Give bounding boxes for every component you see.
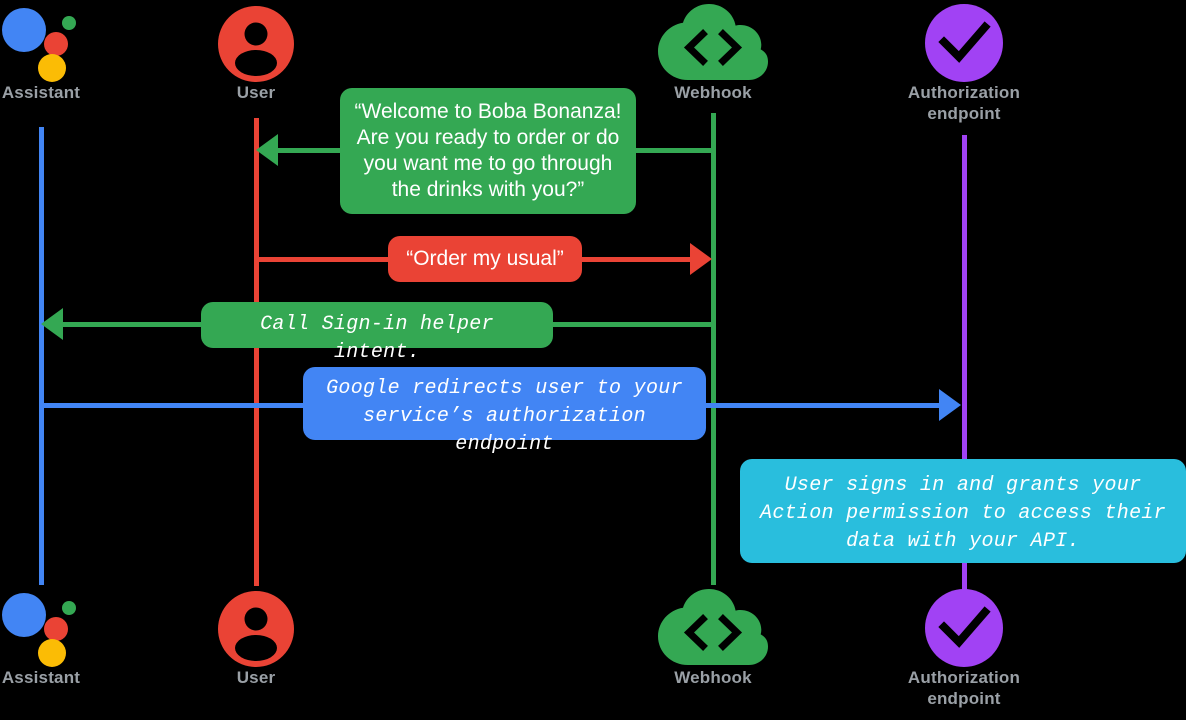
actor-webhook-bottom: Webhook: [613, 589, 813, 688]
actor-label-webhook: Webhook: [674, 83, 752, 102]
message-bubble-welcome: “Welcome to Boba Bonanza! Are you ready …: [340, 88, 636, 214]
lifeline-assistant: [39, 127, 44, 585]
user-avatar-icon: [218, 6, 294, 82]
webhook-icon-wrap: [613, 4, 813, 82]
actor-label-assistant-bottom: Assistant: [1, 668, 81, 687]
purple-check-circle-icon: [925, 589, 1003, 667]
actor-label-user-bottom: User: [236, 668, 276, 687]
arrowhead-welcome: [256, 134, 278, 166]
actor-user-top: User: [156, 4, 356, 103]
purple-check-circle-icon: [925, 4, 1003, 82]
google-assistant-dots-icon: [2, 589, 80, 667]
cloud-code-icon: [658, 589, 768, 665]
actor-webhook-top: Webhook: [613, 4, 813, 103]
auth-icon-wrap: [864, 4, 1064, 82]
user-icon-wrap: [156, 4, 356, 82]
actor-label-auth: Authorization endpoint: [907, 83, 1021, 123]
cloud-code-icon: [658, 4, 768, 80]
message-bubble-signin: Call Sign-in helper intent.: [201, 302, 553, 364]
message-bubble-redirect: Google redirects user to your service’s …: [303, 367, 706, 456]
actor-label-webhook-bottom: Webhook: [674, 668, 752, 687]
actor-label-user: User: [236, 83, 276, 102]
lifeline-webhook: [711, 113, 716, 585]
actor-assistant-top: Assistant: [0, 4, 141, 103]
actor-label-assistant: Assistant: [1, 83, 81, 102]
arrowhead-signin: [41, 308, 63, 340]
arrowhead-order: [690, 243, 712, 275]
actor-label-auth-bottom: Authorization endpoint: [907, 668, 1021, 708]
actor-assistant-bottom: Assistant: [0, 589, 141, 688]
assistant-icon-wrap: [0, 4, 141, 82]
lifeline-auth: [962, 135, 967, 590]
lifeline-user: [254, 118, 259, 586]
arrowhead-redirect: [939, 389, 961, 421]
auth-icon-wrap-bottom: [864, 589, 1064, 667]
user-icon-wrap-bottom: [156, 589, 356, 667]
assistant-icon-wrap-bottom: [0, 589, 141, 667]
message-bubble-grant-permission: User signs in and grants your Action per…: [740, 459, 1186, 563]
google-assistant-dots-icon: [2, 4, 80, 82]
actor-auth-top: Authorization endpoint: [864, 4, 1064, 124]
actor-user-bottom: User: [156, 589, 356, 688]
user-avatar-icon: [218, 591, 294, 667]
message-bubble-order: “Order my usual”: [388, 236, 582, 282]
actor-auth-bottom: Authorization endpoint: [864, 589, 1064, 709]
webhook-icon-wrap-bottom: [613, 589, 813, 667]
